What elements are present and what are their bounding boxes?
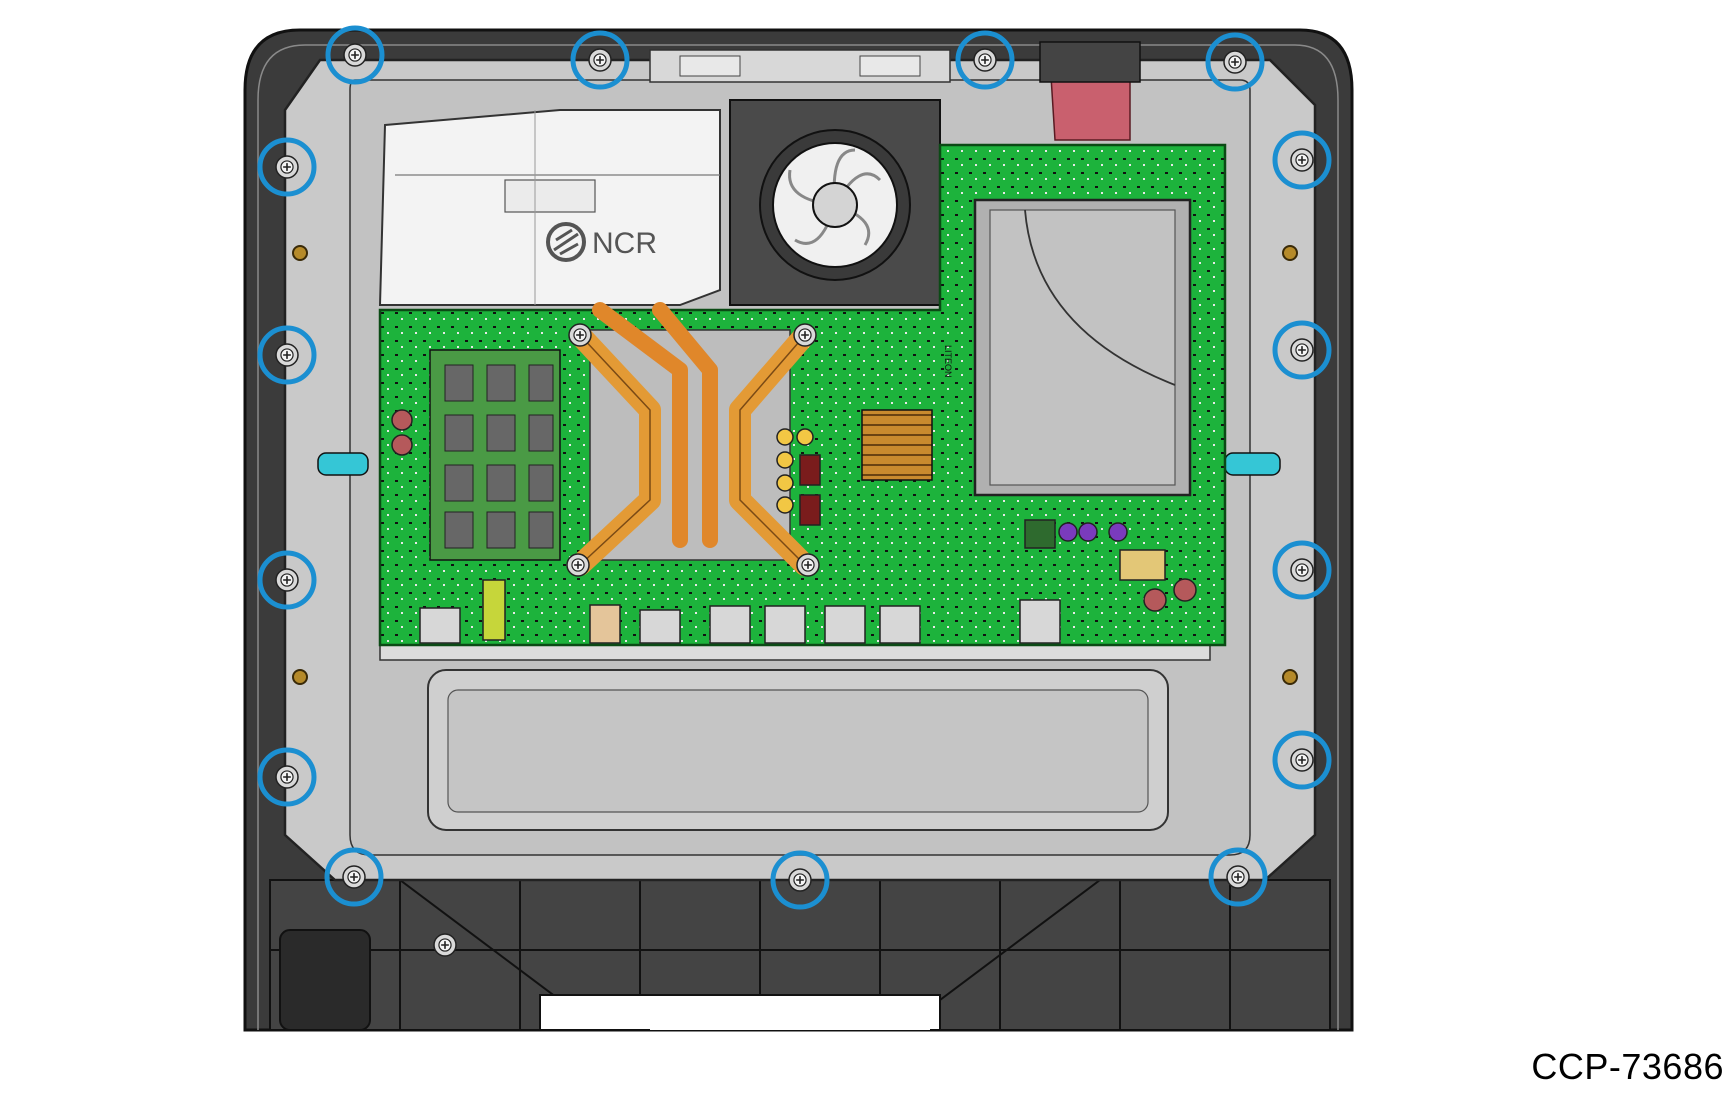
screw-callout-ring xyxy=(257,550,317,610)
heatsink-shroud: NCR xyxy=(378,109,721,306)
screw-icon xyxy=(1226,865,1250,889)
screw-icon xyxy=(275,765,299,789)
screw-icon xyxy=(1223,50,1247,74)
screw-icon xyxy=(275,568,299,592)
screw-icon xyxy=(973,48,997,72)
screw-callouts xyxy=(257,25,1332,910)
brand-label: NCR xyxy=(592,227,657,260)
screw-callout-ring xyxy=(1272,320,1332,380)
screw-callout-ring xyxy=(325,25,385,85)
screw-icon xyxy=(433,933,457,957)
screw-callout-ring xyxy=(1272,730,1332,790)
ram-module xyxy=(429,349,561,561)
screw-callout-ring xyxy=(257,747,317,807)
heatpipe xyxy=(569,302,816,576)
screw-icon xyxy=(1290,338,1314,362)
screw-icon xyxy=(1290,148,1314,172)
screw-callout-ring xyxy=(955,30,1015,90)
screw-icon xyxy=(793,323,817,347)
screw-callout-ring xyxy=(324,847,384,907)
screw-icon xyxy=(275,155,299,179)
screw-callout-ring xyxy=(1272,130,1332,190)
screw-callout-ring xyxy=(770,850,830,910)
board-screws xyxy=(433,323,820,957)
screw-icon xyxy=(796,553,820,577)
screw-callout-ring xyxy=(257,325,317,385)
screw-icon xyxy=(788,868,812,892)
screw-icon xyxy=(566,553,590,577)
screw-icon xyxy=(1290,748,1314,772)
ncr-logo-icon: NCR xyxy=(546,222,657,262)
screw-callout-ring xyxy=(257,137,317,197)
screw-icon xyxy=(275,343,299,367)
screw-callout-ring xyxy=(570,30,630,90)
screw-callout-ring xyxy=(1272,540,1332,600)
hard-drive: LITEON xyxy=(943,198,1192,497)
screw-icon xyxy=(588,48,612,72)
fan-icon xyxy=(729,99,941,306)
screw-icon xyxy=(343,43,367,67)
hdd-label: LITEON xyxy=(943,345,953,378)
screw-icon xyxy=(1290,558,1314,582)
screw-icon xyxy=(568,323,592,347)
screw-callout-ring xyxy=(1208,847,1268,907)
figure-id-label: CCP-73686 xyxy=(1531,1046,1724,1087)
screw-icon xyxy=(342,865,366,889)
screw-callout-ring xyxy=(1205,32,1265,92)
